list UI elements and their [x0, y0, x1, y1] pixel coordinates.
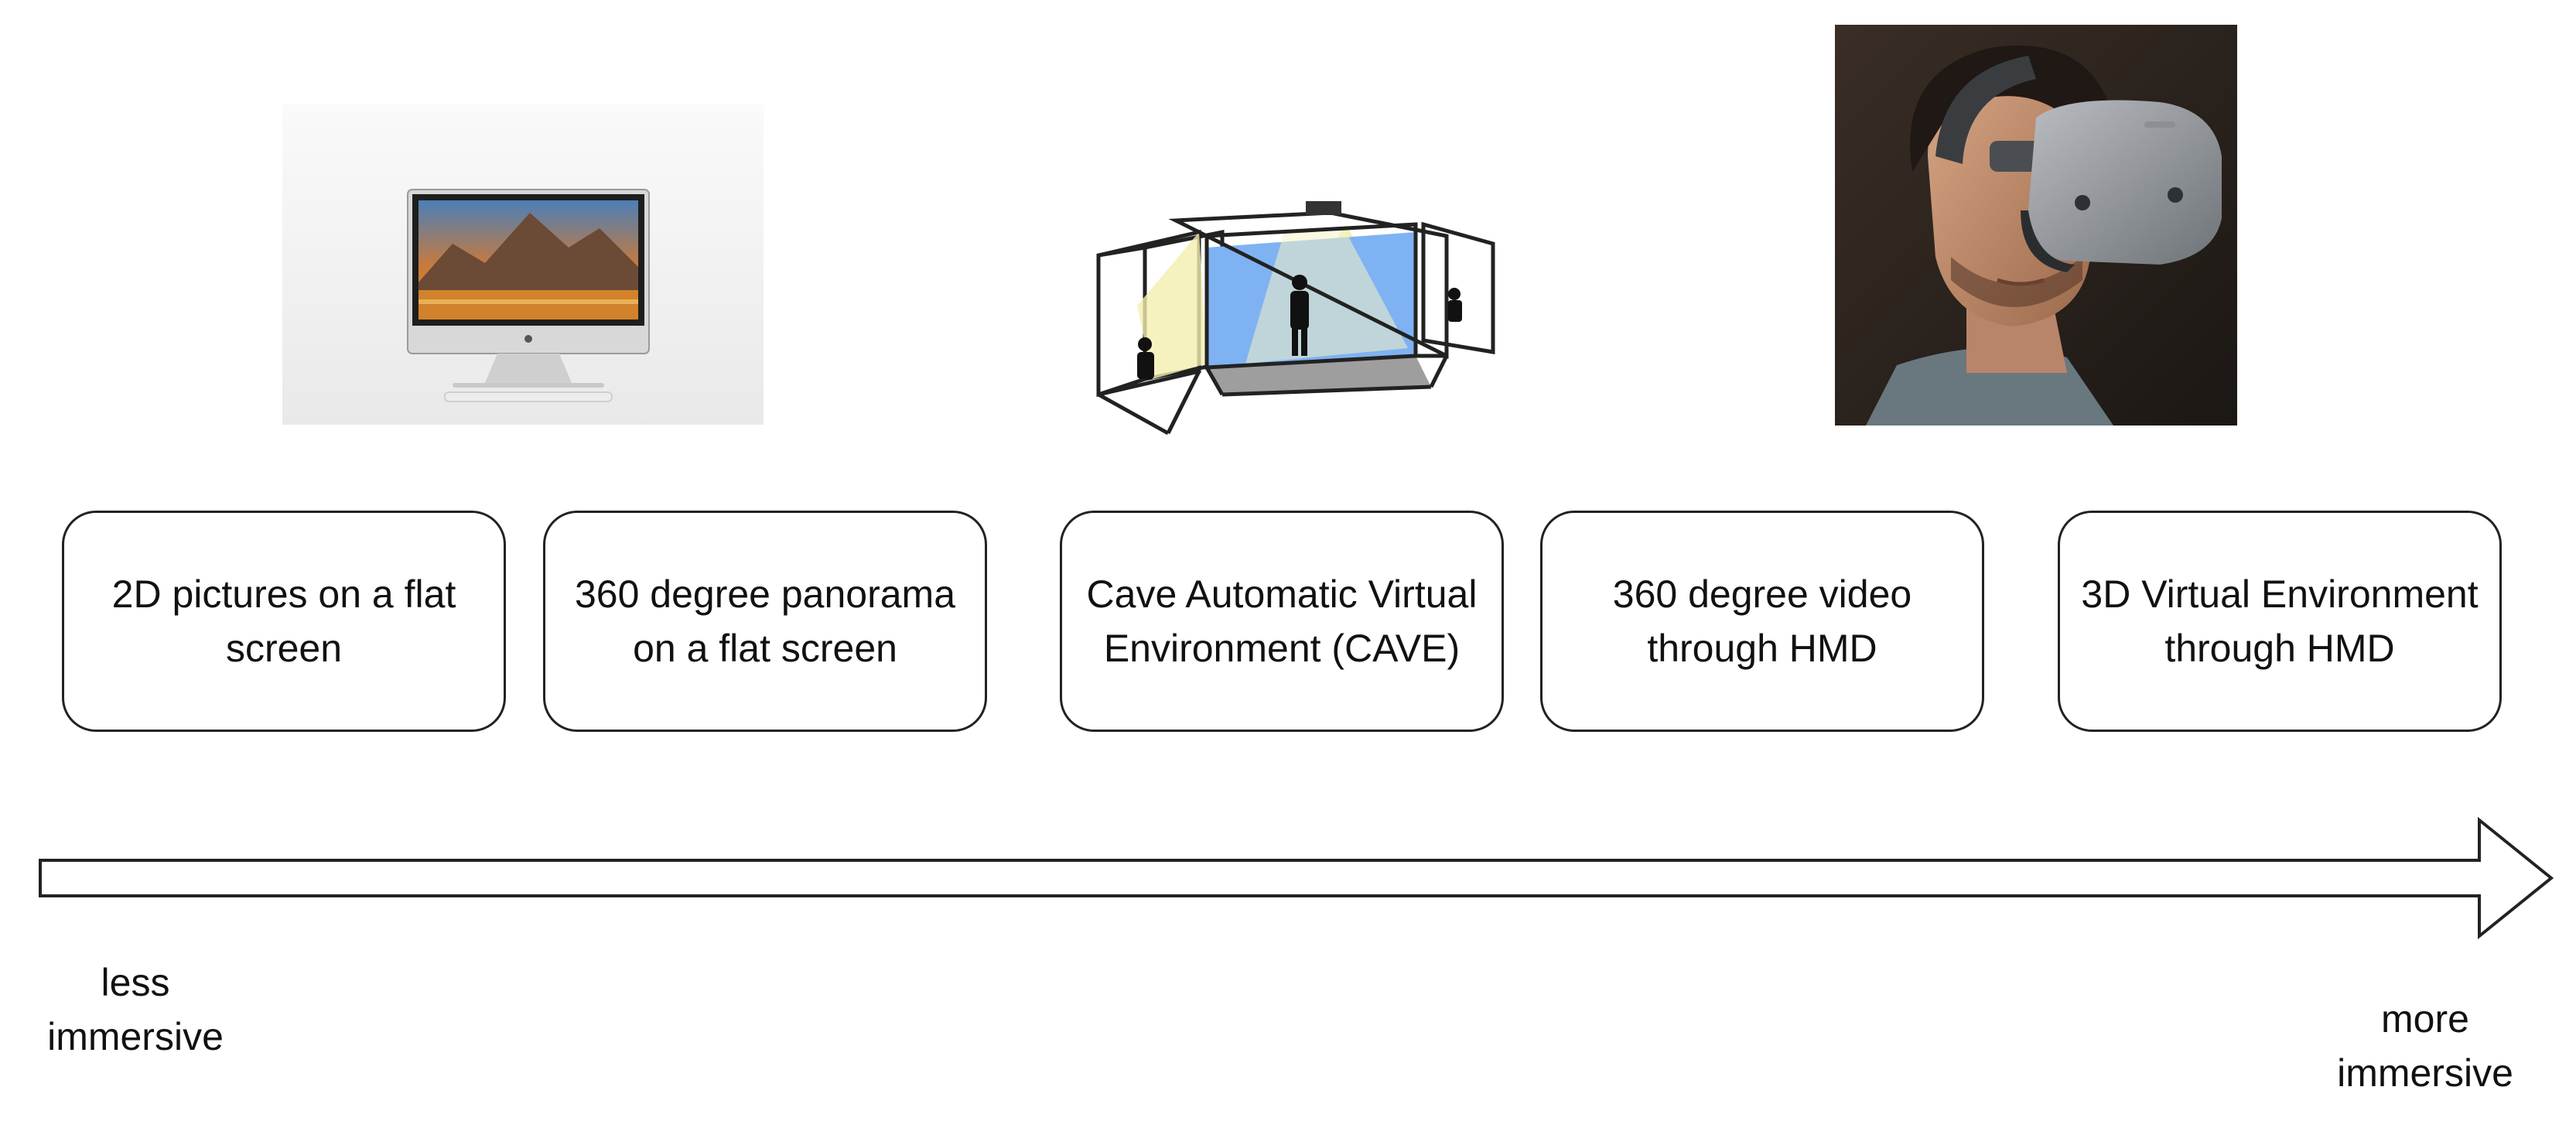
level-box-3d-ve-hmd: 3D Virtual Environment through HMD — [2058, 511, 2502, 732]
vr-headset-picture — [1835, 25, 2237, 426]
level-label: Cave Automatic Virtual Environment (CAVE… — [1086, 572, 1478, 670]
arrow-shape — [39, 816, 2554, 940]
more-immersive-label: more immersive — [2337, 997, 2513, 1095]
level-box-360-panorama: 360 degree panorama on a flat screen — [543, 511, 987, 732]
level-label: 2D pictures on a flat screen — [111, 572, 456, 670]
level-box-cave: Cave Automatic Virtual Environment (CAVE… — [1060, 511, 1504, 732]
level-box-360-video-hmd: 360 degree video through HMD — [1540, 511, 1984, 732]
level-label: 3D Virtual Environment through HMD — [2081, 572, 2479, 670]
level-label: 360 degree panorama on a flat screen — [574, 572, 956, 670]
level-label: 360 degree video through HMD — [1612, 572, 1912, 670]
level-box-2d-pictures: 2D pictures on a flat screen — [62, 511, 506, 732]
immersion-arrow — [39, 816, 2554, 940]
less-immersive-label: less immersive — [47, 961, 224, 1058]
cave-picture — [1096, 201, 1495, 436]
desktop-monitor-picture — [282, 104, 764, 425]
